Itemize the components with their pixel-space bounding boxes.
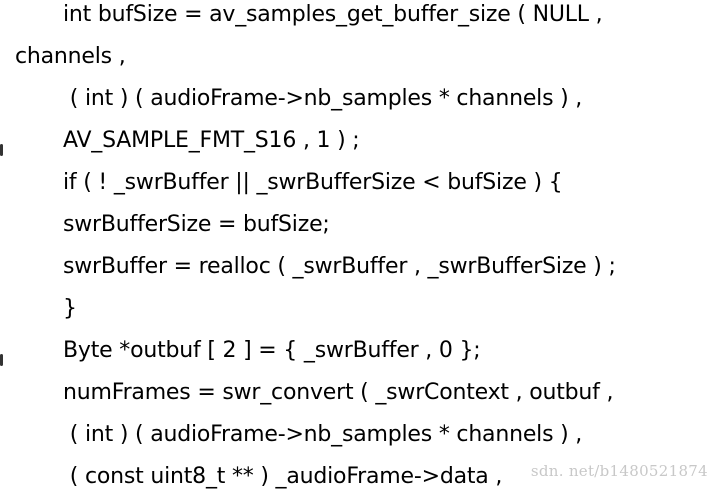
margin-mark: [0, 144, 3, 156]
code-line-9: Byte *outbuf [ 2 ] = { _swrBuffer , 0 };: [63, 338, 481, 363]
code-line-10: numFrames = swr_convert ( _swrContext , …: [63, 380, 614, 405]
code-line-6: swrBufferSize = bufSize;: [63, 212, 330, 237]
code-line-8: }: [63, 296, 77, 321]
code-line-5: if ( ! _swrBuffer || _swrBufferSize < bu…: [63, 170, 563, 195]
watermark: sdn. net/b1480521874: [530, 462, 708, 480]
code-line-3: ( int ) ( audioFrame->nb_samples * chann…: [63, 86, 583, 111]
code-line-2: channels ,: [15, 44, 126, 69]
code-line-7: swrBuffer = realloc ( _swrBuffer , _swrB…: [63, 254, 616, 279]
code-line-4: AV_SAMPLE_FMT_S16 , 1 ) ;: [63, 128, 360, 153]
code-line-11: ( int ) ( audioFrame->nb_samples * chann…: [63, 422, 583, 447]
margin-mark: [0, 354, 3, 366]
code-line-1: int bufSize = av_samples_get_buffer_size…: [63, 2, 603, 27]
code-line-12: ( const uint8_t ** ) _audioFrame->data ,: [63, 464, 503, 489]
